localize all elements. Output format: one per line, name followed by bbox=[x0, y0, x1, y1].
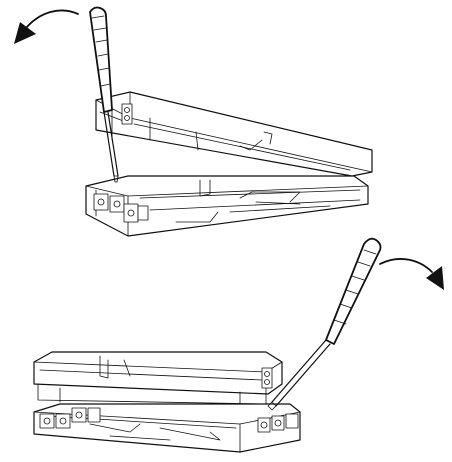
step-1-illustration bbox=[14, 6, 373, 237]
base-tray-lower bbox=[33, 403, 301, 453]
screwdriver-icon bbox=[89, 6, 119, 183]
step-2-illustration bbox=[33, 237, 444, 453]
base-tray bbox=[85, 175, 369, 237]
curved-arrow-right-icon bbox=[379, 258, 444, 290]
upper-housing-tilted bbox=[95, 91, 373, 177]
screwdriver-icon bbox=[267, 237, 382, 411]
curved-arrow-left-icon bbox=[14, 9, 79, 44]
upper-housing-closed bbox=[33, 351, 283, 405]
